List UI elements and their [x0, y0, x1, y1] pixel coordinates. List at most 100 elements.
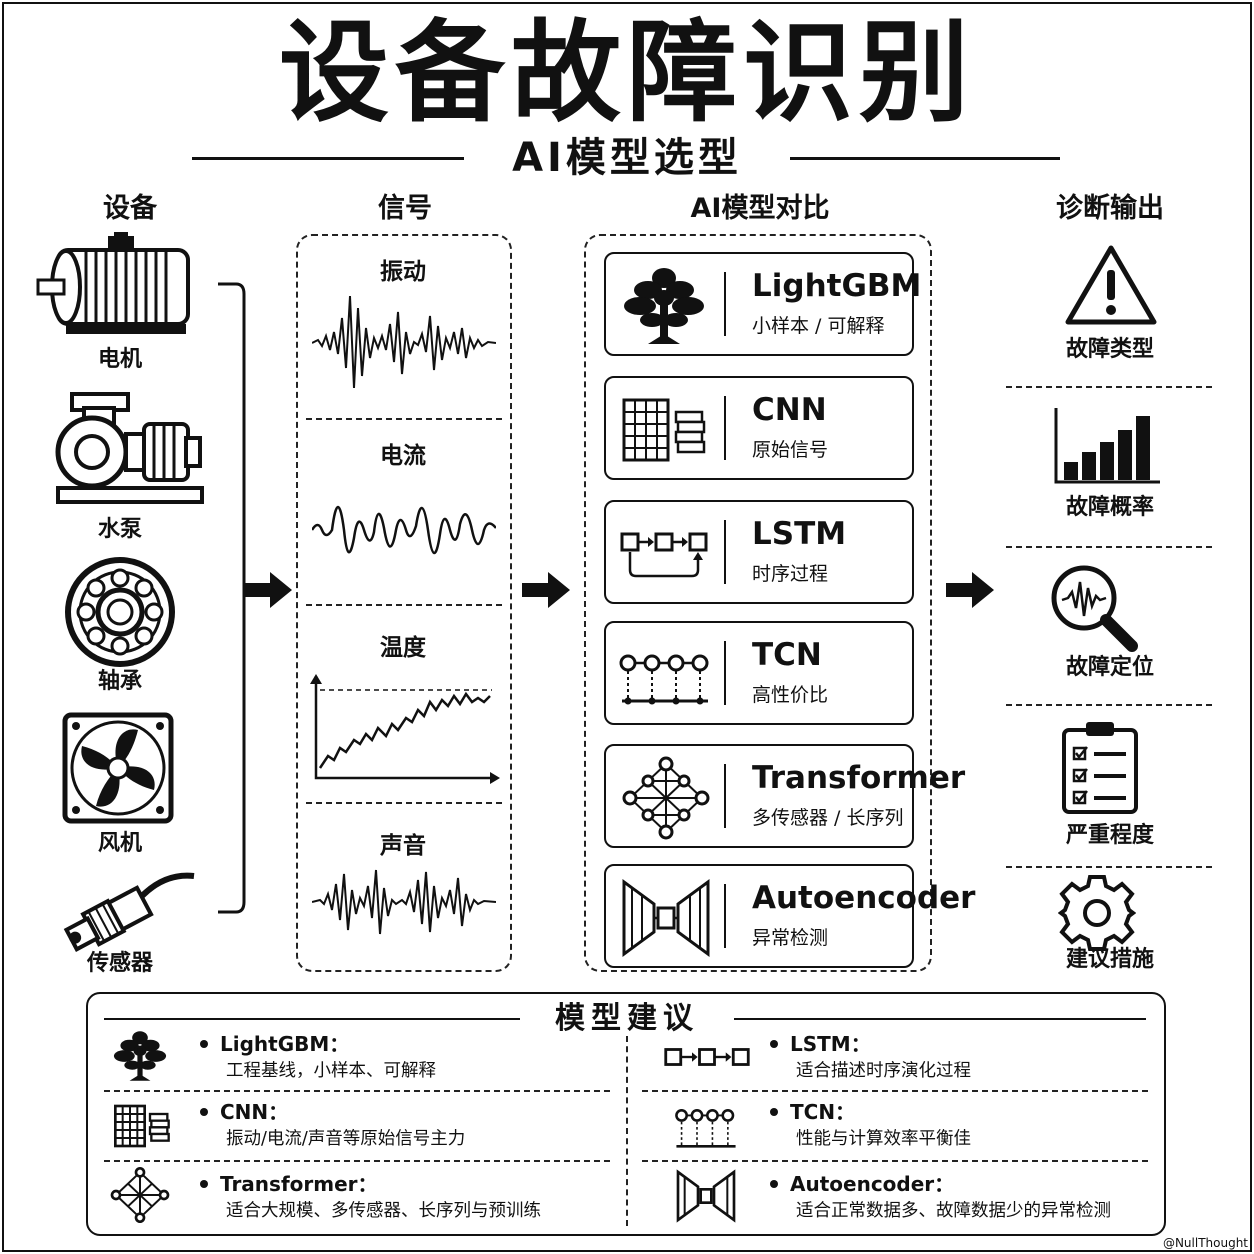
temperature-trend-icon — [310, 674, 500, 784]
clipboard-checklist-icon — [1062, 722, 1138, 814]
device-label-fan: 风机 — [97, 831, 142, 856]
signal-divider — [306, 604, 502, 606]
rec-item-name: LSTM： — [790, 1032, 871, 1056]
rec-item-desc: 适合正常数据多、故障数据少的异常检测 — [796, 1201, 1111, 1221]
rec-item-name: CNN： — [220, 1100, 289, 1124]
grid-stack-icon — [114, 1104, 170, 1148]
arrow-right-icon — [946, 572, 994, 608]
signal-label-vibration: 振动 — [380, 259, 426, 285]
model-name: CNN — [752, 392, 827, 428]
signal-label-sound: 声音 — [380, 833, 426, 859]
magnifier-wave-icon — [1051, 565, 1138, 652]
hourglass-encoder-icon — [676, 1169, 736, 1223]
dilated-conv-icon — [619, 654, 709, 705]
bearing-icon — [65, 557, 175, 667]
pump-icon — [55, 392, 204, 504]
rec-item-desc: 适合描述时序演化过程 — [796, 1061, 971, 1081]
rec-title-rule-left — [104, 1018, 520, 1020]
rec-item-name: TCN： — [790, 1100, 856, 1124]
model-card-tcn[interactable]: TCN 高性价比 — [604, 621, 914, 725]
rec-item-desc: 振动/电流/声音等原始信号主力 — [226, 1129, 466, 1149]
column-header-models: AI模型对比 — [690, 193, 830, 224]
signal-divider — [306, 418, 502, 420]
rec-item-tcn: TCN： 性能与计算效率平衡佳 — [770, 1100, 971, 1151]
rec-column-divider — [626, 1036, 628, 1226]
grid-stack-icon — [622, 398, 706, 462]
device-label-sensor: 传感器 — [86, 951, 153, 976]
device-label-motor: 电机 — [97, 347, 142, 372]
rec-title-rule-right — [734, 1018, 1146, 1020]
rec-row-divider — [104, 1160, 610, 1162]
warning-icon — [1065, 245, 1157, 325]
output-divider — [1006, 546, 1212, 548]
model-desc: 原始信号 — [752, 439, 829, 461]
output-divider — [1006, 866, 1212, 868]
attention-network-icon — [622, 756, 710, 840]
output-label-fault-type: 故障类型 — [1065, 337, 1154, 362]
model-name: TCN — [752, 637, 822, 673]
model-name: Autoencoder — [752, 880, 976, 916]
device-label-pump: 水泵 — [97, 517, 142, 542]
output-divider — [1006, 386, 1212, 388]
device-bracket — [218, 282, 246, 914]
output-label-fault-location: 故障定位 — [1065, 655, 1154, 680]
rec-item-desc: 工程基线，小样本、可解释 — [226, 1061, 436, 1081]
hourglass-encoder-icon — [622, 879, 710, 957]
dilated-conv-icon — [675, 1109, 736, 1148]
model-name: LSTM — [752, 516, 847, 552]
rec-item-autoencoder: Autoencoder： 适合正常数据多、故障数据少的异常检测 — [770, 1172, 1111, 1223]
signal-label-current: 电流 — [380, 443, 426, 469]
rec-item-cnn: CNN： 振动/电流/声音等原始信号主力 — [200, 1100, 465, 1151]
fan-icon — [62, 712, 174, 824]
models-panel — [584, 234, 932, 972]
bar-chart-icon — [1054, 408, 1160, 484]
arrow-right-icon — [244, 572, 292, 608]
rec-item-transformer: Transformer： 适合大规模、多传感器、长序列与预训练 — [200, 1172, 541, 1223]
page-subtitle: AI模型选型 — [512, 135, 742, 181]
column-header-signals: 信号 — [378, 193, 432, 224]
output-label-fault-probability: 故障概率 — [1065, 495, 1154, 520]
recommendations-title: 模型建议 — [520, 1000, 734, 1038]
output-divider — [1006, 704, 1212, 706]
rec-row-divider — [642, 1090, 1148, 1092]
sequence-loop-icon — [620, 532, 708, 578]
rec-row-divider — [104, 1090, 610, 1092]
model-card-autoencoder[interactable]: Autoencoder 异常检测 — [604, 864, 975, 968]
model-card-lstm[interactable]: LSTM 时序过程 — [604, 500, 914, 604]
model-card-transformer[interactable]: Transformer 多传感器 / 长序列 — [604, 744, 965, 848]
column-header-devices: 设备 — [103, 193, 157, 224]
model-card-cnn[interactable]: CNN 原始信号 — [604, 376, 914, 480]
model-desc: 多传感器 / 长序列 — [752, 807, 904, 829]
signal-label-temperature: 温度 — [380, 635, 426, 661]
rec-item-lightgbm: LightGBM： 工程基线，小样本、可解释 — [200, 1032, 436, 1083]
model-card-lightgbm[interactable]: LightGBM 小样本 / 可解释 — [604, 252, 921, 356]
motor-icon — [36, 232, 190, 334]
tree-icon — [113, 1031, 167, 1081]
output-label-suggested-actions: 建议措施 — [1065, 947, 1154, 972]
sequence-icon — [664, 1048, 750, 1066]
recommendations-panel — [86, 992, 1166, 1236]
model-desc: 高性价比 — [752, 684, 829, 706]
subtitle-rule-left — [192, 157, 464, 160]
tree-icon — [624, 268, 704, 344]
model-name: LightGBM — [752, 268, 922, 304]
rec-item-desc: 性能与计算效率平衡佳 — [796, 1129, 971, 1149]
sound-wave-icon — [312, 869, 496, 935]
model-desc: 时序过程 — [752, 563, 829, 585]
model-desc: 异常检测 — [752, 927, 829, 949]
signal-divider — [306, 802, 502, 804]
current-wave-icon — [312, 506, 496, 555]
device-label-bearing: 轴承 — [97, 669, 142, 694]
output-label-severity: 严重程度 — [1065, 823, 1154, 848]
subtitle-rule-right — [790, 157, 1060, 160]
column-header-outputs: 诊断输出 — [1056, 193, 1164, 224]
author-credit: @NullThought — [1162, 1236, 1248, 1250]
rec-item-name: Autoencoder： — [790, 1172, 955, 1196]
signals-panel — [296, 234, 512, 972]
sensor-icon — [63, 872, 195, 952]
gear-icon — [1058, 875, 1136, 951]
arrow-right-icon — [522, 572, 570, 608]
model-desc: 小样本 / 可解释 — [752, 315, 885, 337]
attention-network-icon — [110, 1167, 170, 1223]
